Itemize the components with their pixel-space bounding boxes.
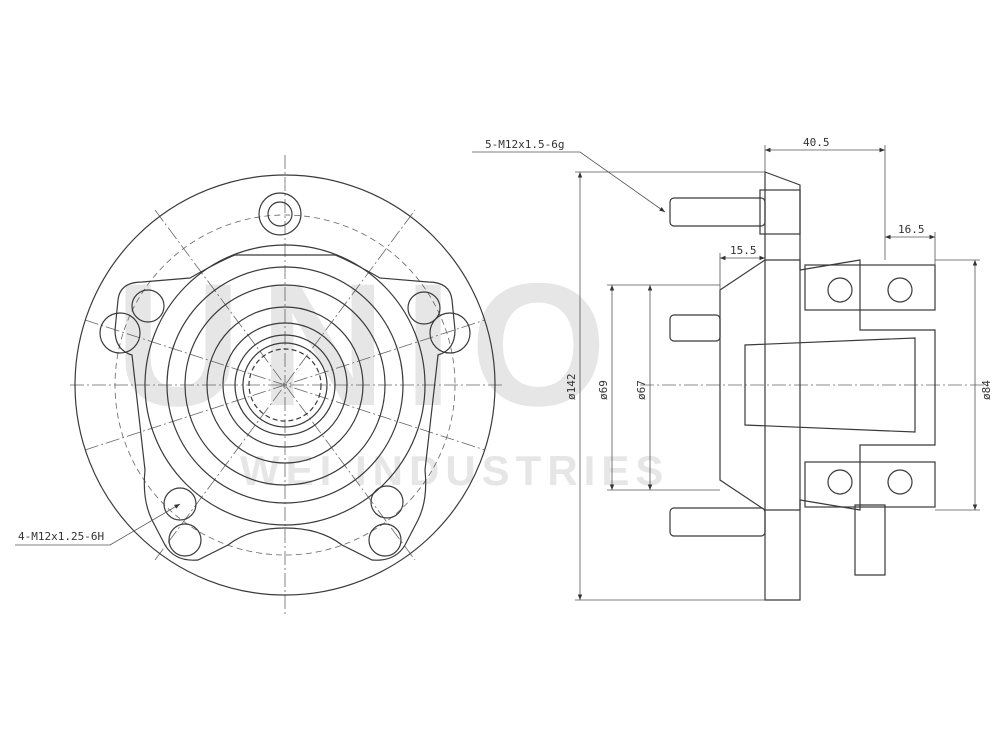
watermark: UNIO WEI INDUSTRIES bbox=[115, 248, 669, 494]
bolt-thread-label: 4-M12x1.25-6H bbox=[18, 530, 104, 543]
outer-flange-circle bbox=[74, 174, 496, 596]
stud-hole-boss bbox=[258, 192, 302, 236]
bearing-ball bbox=[887, 277, 913, 303]
mount-boss bbox=[368, 523, 402, 557]
bearing-outer-race-top bbox=[804, 264, 936, 311]
stud-hole bbox=[370, 485, 404, 519]
spline-teeth bbox=[248, 348, 322, 422]
mount-tab-section bbox=[854, 504, 886, 576]
stud-hole bbox=[267, 201, 293, 227]
bearing-ball bbox=[887, 469, 913, 495]
mount-bosses bbox=[99, 312, 471, 557]
bearing-ball bbox=[827, 277, 853, 303]
stud-callout-leader bbox=[472, 151, 666, 213]
watermark-subtitle: WEI INDUSTRIES bbox=[240, 447, 669, 494]
front-diagonal-centerline-c bbox=[154, 209, 416, 561]
hub-ring-6 bbox=[234, 334, 336, 436]
hub-bore bbox=[744, 337, 916, 433]
stud-head-top bbox=[759, 189, 801, 235]
hub-ring-4 bbox=[206, 306, 364, 464]
spline-bore bbox=[242, 342, 328, 428]
spline-outer bbox=[242, 342, 328, 428]
bolt-callout-leader bbox=[15, 503, 181, 546]
front-diagonal-centerline-d bbox=[154, 209, 416, 561]
linear-dimensions: 40.5 16.5 15.5 bbox=[719, 136, 936, 290]
stud-pitch-circle bbox=[114, 214, 456, 556]
dim-pilot-diameter: ø69 bbox=[597, 380, 610, 400]
stud-hole bbox=[407, 291, 441, 325]
stud-hole bbox=[131, 289, 165, 323]
wheel-stud-mid bbox=[669, 314, 721, 342]
dim-bore-diameter: ø67 bbox=[635, 380, 648, 400]
dim-pilot-length: 15.5 bbox=[730, 244, 757, 257]
dim-bearing-offset: 16.5 bbox=[898, 223, 925, 236]
wheel-stud-bottom bbox=[669, 507, 766, 537]
hub-ring-2 bbox=[166, 266, 404, 504]
watermark-brand: UNIO bbox=[115, 248, 625, 443]
dim-bearing-diameter: ø84 bbox=[980, 380, 993, 400]
hub-body-section bbox=[719, 259, 936, 511]
bearing-ball bbox=[827, 469, 853, 495]
front-view: 4-M12x1.25-6H bbox=[15, 155, 505, 615]
hub-ring-3 bbox=[184, 284, 386, 486]
diameter-dimensions: ø142 ø69 ø67 ø84 bbox=[565, 171, 993, 601]
section-view: ø142 ø69 ø67 ø84 40.5 16.5 15.5 bbox=[472, 136, 993, 601]
mount-boss bbox=[99, 312, 141, 354]
stud-holes bbox=[131, 192, 441, 521]
stud-thread-label: 5-M12x1.5-6g bbox=[485, 138, 564, 151]
bearing-assembly bbox=[804, 264, 936, 508]
wheel-studs bbox=[669, 189, 801, 537]
wheel-stud-top bbox=[669, 197, 766, 227]
dim-flange-diameter: ø142 bbox=[565, 374, 578, 401]
stud-hole bbox=[163, 487, 197, 521]
bearing-outer-race-bottom bbox=[804, 461, 936, 508]
mount-boss bbox=[168, 523, 202, 557]
mount-boss bbox=[429, 312, 471, 354]
dim-total-width: 40.5 bbox=[803, 136, 830, 149]
hub-ring-1 bbox=[144, 244, 426, 526]
flange-plate-section bbox=[764, 171, 801, 601]
hub-ring-5 bbox=[222, 322, 348, 448]
